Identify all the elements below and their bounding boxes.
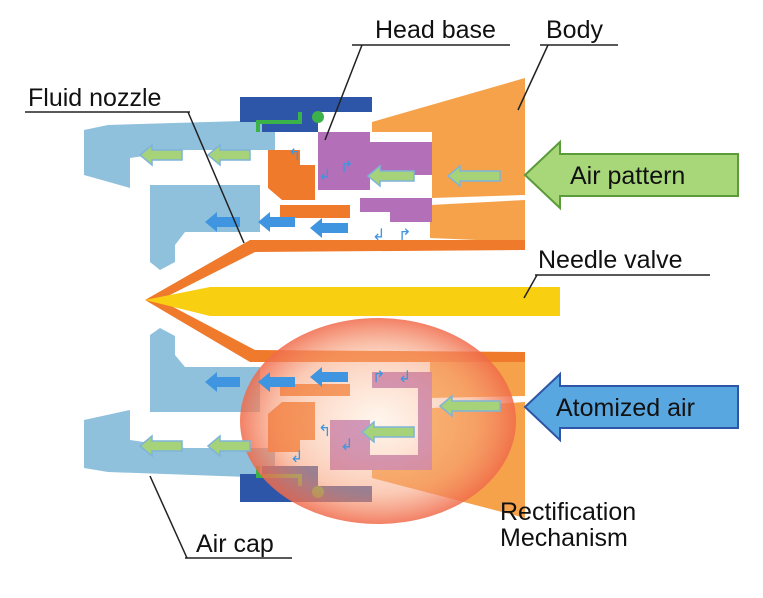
swirl-icon: ↲ <box>318 165 331 184</box>
swirl-icon: ↱ <box>340 157 353 176</box>
swirl-icon: ↱ <box>372 367 385 386</box>
flow-arrow <box>138 143 183 167</box>
flow-arrow <box>438 394 501 418</box>
flow-arrow <box>258 212 295 232</box>
flow-arrow <box>446 164 501 188</box>
swirl-icon: ↲ <box>340 435 353 454</box>
swirl-icon: ↲ <box>372 225 385 244</box>
air-cap <box>84 120 275 478</box>
swirl-icon: ↰ <box>288 145 301 164</box>
swirl-icon: ↲ <box>398 367 411 386</box>
flow-arrow <box>310 218 348 238</box>
fitting-dot-top <box>312 111 324 123</box>
flow-arrow <box>206 434 251 458</box>
air-cap-label: Air cap <box>196 530 274 558</box>
head-base-label: Head base <box>375 16 496 44</box>
flow-arrow <box>310 367 348 387</box>
swirl-icon: ↱ <box>398 225 411 244</box>
flow-arrow <box>138 434 183 458</box>
swirl-icon: ↰ <box>318 421 331 440</box>
needle-valve-label: Needle valve <box>538 246 683 274</box>
flow-arrow <box>360 420 415 444</box>
rectification-label-line2: Mechanism <box>500 524 628 552</box>
flow-arrow <box>206 143 251 167</box>
flow-arrow <box>258 372 295 392</box>
leader-lines <box>25 44 710 559</box>
air-pattern-label: Air pattern <box>570 162 685 190</box>
flow-arrow <box>205 212 240 232</box>
air-pattern-arrow: Air pattern <box>523 139 739 211</box>
flow-arrow <box>366 164 415 188</box>
rectification-label-line1: Rectification <box>500 498 636 526</box>
flow-arrows-bottom: ↱ ↲ ↰ ↲ ↲ <box>138 367 501 466</box>
atomized-air-arrow: Atomized air <box>523 371 739 443</box>
flow-arrows-top: ↰ ↲ ↱ ↲ ↱ <box>138 143 501 244</box>
atomized-air-label: Atomized air <box>556 394 695 422</box>
swirl-icon: ↲ <box>290 447 303 466</box>
rectification-glow <box>240 318 516 524</box>
flow-arrow <box>205 372 240 392</box>
body-label: Body <box>546 16 603 44</box>
fluid-nozzle-label: Fluid nozzle <box>28 84 161 112</box>
needle-valve <box>145 287 560 316</box>
